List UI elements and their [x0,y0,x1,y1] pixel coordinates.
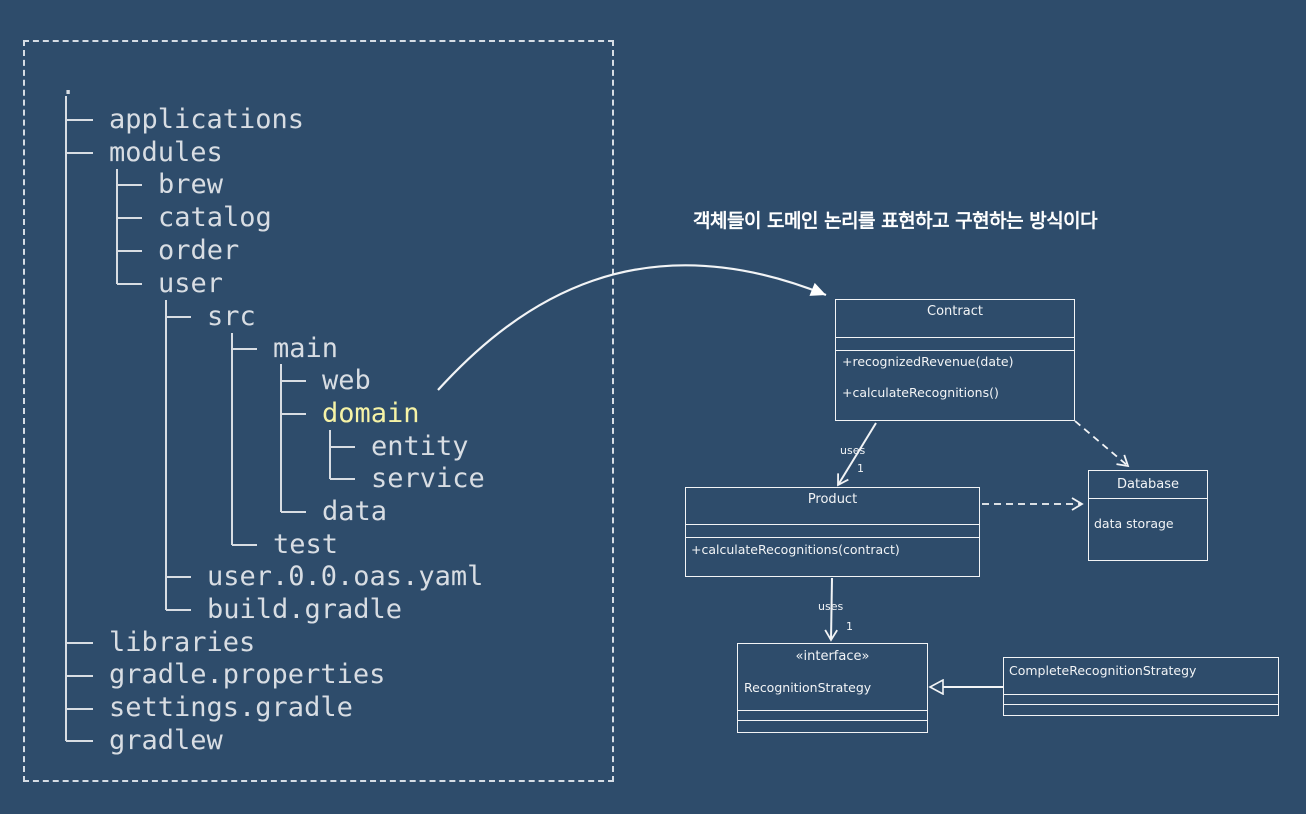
tree-node-gradlew: gradlew [109,725,223,756]
database-divider [1089,498,1207,499]
diagram-title: 객체들이 도메인 논리를 표현하고 구현하는 방식이다 [693,210,1098,232]
multiplicity-label: 1 [857,462,864,475]
interface-divider-1 [738,710,927,711]
contract-class-name: Contract [927,304,983,319]
contract-divider-2 [836,350,1074,351]
tree-node-modules: modules [109,137,223,168]
tree-node-oas-yaml: user.0.0.oas.yaml [207,561,484,592]
tree-node-main: main [273,333,339,364]
directory-tree-frame [23,40,614,782]
database-attribute: data storage [1094,516,1174,531]
tree-node-user: user [158,268,224,299]
tree-node-src: src [207,301,256,332]
tree-node-settings-gradle: settings.gradle [109,692,353,723]
contract-method: +recognizedRevenue(date) [842,354,1014,369]
tree-node-domain: domain [322,398,420,429]
tree-node-entity: entity [371,431,469,462]
complete-strategy-class: CompleteRecognitionStrategy [1003,657,1279,716]
product-class-name: Product [807,492,858,507]
recognition-strategy-interface: «interface» RecognitionStrategy [737,643,928,733]
tree-node-applications: applications [109,104,305,135]
uses-label: uses [840,444,866,457]
complete-divider-1 [1004,694,1278,695]
multiplicity-label: 1 [846,620,853,633]
product-divider-2 [686,537,979,538]
tree-node-web: web [322,365,371,396]
product-class: Product +calculateRecognitions(contract) [685,487,980,577]
contract-method: +calculateRecognitions() [842,385,999,400]
tree-node-gradle-properties: gradle.properties [109,659,386,690]
tree-node-service: service [371,463,485,494]
tree-node-test: test [273,529,339,560]
contract-divider-1 [836,337,1074,338]
tree-node-build-gradle: build.gradle [207,594,403,625]
tree-node-brew: brew [158,169,224,200]
tree-root: . [60,70,77,101]
interface-name: RecognitionStrategy [744,680,872,695]
tree-node-order: order [158,235,240,266]
database-class-name: Database [1116,477,1180,492]
interface-stereotype: «interface» [795,649,870,664]
tree-node-libraries: libraries [109,627,256,658]
tree-node-catalog: catalog [158,202,272,233]
product-method: +calculateRecognitions(contract) [691,542,900,557]
tree-node-data: data [322,496,388,527]
product-divider-1 [686,524,979,525]
interface-divider-2 [738,720,927,721]
uses-label: uses [818,600,844,613]
complete-strategy-name: CompleteRecognitionStrategy [1009,663,1197,678]
complete-divider-2 [1004,704,1278,705]
database-class: Database data storage [1088,470,1208,561]
contract-class: Contract +recognizedRevenue(date) +calcu… [835,299,1075,421]
